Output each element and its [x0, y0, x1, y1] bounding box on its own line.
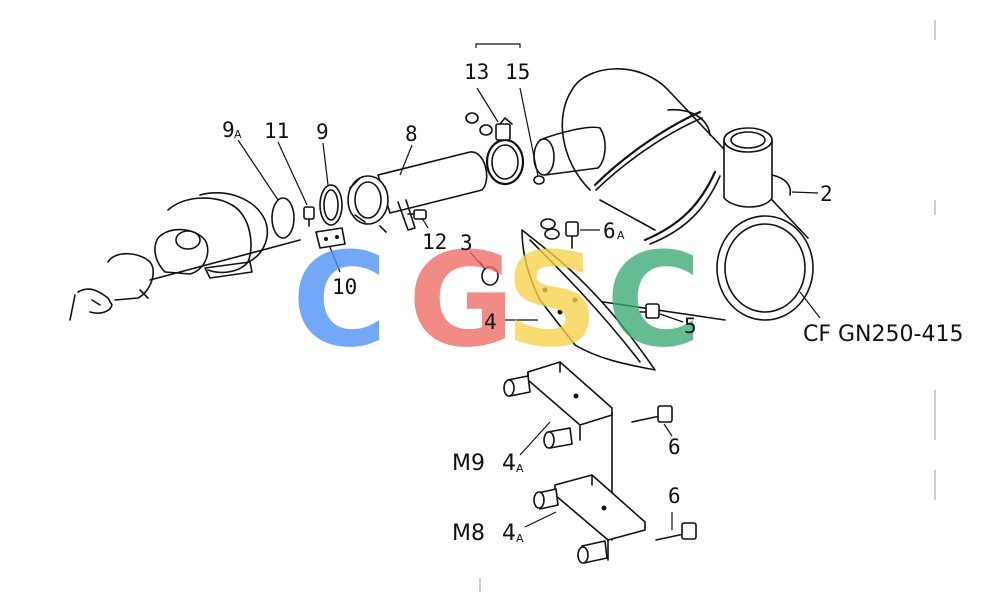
label-m8-part: 4 — [502, 521, 516, 546]
label-3: 3 — [460, 231, 473, 255]
label-13: 13 — [464, 60, 489, 84]
watermark-letter-c1: C — [292, 224, 387, 376]
bolt-5-drawing — [639, 303, 660, 319]
bracket-10-drawing — [315, 227, 346, 249]
mount-m8-drawing — [533, 474, 646, 564]
label-m8-sub: A — [516, 532, 524, 545]
label-5: 5 — [684, 314, 697, 338]
label-9: 9 — [316, 120, 329, 144]
label-reference-code: CF GN250-415 — [803, 322, 963, 347]
label-m9-sub: A — [516, 462, 524, 475]
label-11: 11 — [264, 119, 289, 143]
exhaust-pipe-8-drawing — [347, 151, 488, 233]
label-12: 12 — [422, 230, 447, 254]
label-6a-sub: A — [617, 229, 625, 242]
label-8: 8 — [405, 122, 418, 146]
engine-housing-drawing — [69, 192, 301, 321]
label-2: 2 — [820, 182, 833, 206]
elbow-pipe-drawing — [533, 126, 606, 176]
clamp-13-drawing — [465, 112, 545, 186]
part-labels: 9 A 11 9 8 13 15 12 10 3 6 A 4 5 2 CF GN… — [222, 60, 963, 546]
watermark-letter-c2: C — [606, 224, 701, 376]
label-9a: 9 — [222, 118, 235, 142]
leader-lines — [237, 43, 821, 530]
bolt-12-drawing — [407, 209, 427, 220]
watermark-letter-s: S — [505, 224, 599, 376]
watermark: C G S C — [292, 224, 701, 376]
label-15: 15 — [505, 60, 530, 84]
bolt-6-low-drawing — [655, 522, 697, 541]
label-10: 10 — [332, 275, 357, 299]
label-m9-part: 4 — [502, 451, 516, 476]
scan-edge-marks — [479, 20, 936, 592]
label-9a-sub: A — [234, 128, 242, 141]
label-6a: 6 — [603, 219, 616, 243]
label-m9: M9 — [452, 451, 485, 476]
label-4: 4 — [484, 310, 497, 334]
label-6-mid: 6 — [668, 435, 681, 459]
gasket-9a-drawing — [271, 197, 295, 239]
label-m8: M8 — [452, 521, 485, 546]
watermark-letter-g: G — [408, 224, 515, 376]
gasket-9-drawing — [319, 184, 343, 226]
label-6-low: 6 — [668, 484, 681, 508]
bracket-plate-4-drawing — [521, 218, 656, 371]
mount-m9-drawing — [503, 361, 613, 541]
bolt-6-mid-drawing — [631, 405, 673, 423]
muffler-2-drawing — [561, 68, 814, 321]
bolt-11-drawing — [303, 206, 315, 227]
